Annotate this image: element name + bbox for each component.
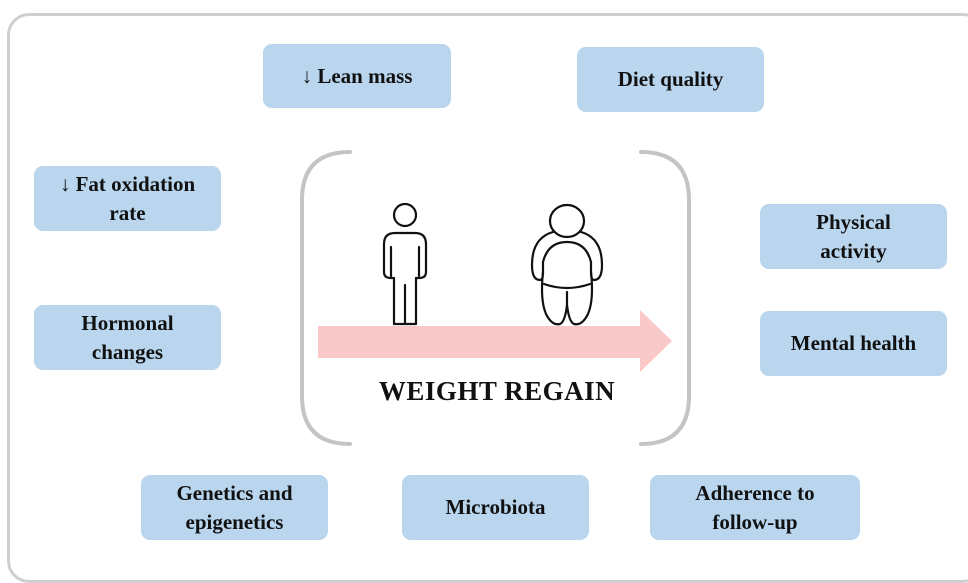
weight-regain-label: WEIGHT REGAIN: [378, 376, 616, 406]
left-bracket: [300, 150, 352, 446]
factor-fat-oxidation: ↓ Fat oxidation rate: [34, 166, 221, 231]
obese-person-icon: [530, 203, 604, 326]
center-illustration: [300, 150, 691, 446]
lean-person-icon: [382, 202, 428, 326]
factor-genetics: Genetics and epigenetics: [141, 475, 328, 540]
factor-adherence: Adherence to follow-up: [650, 475, 860, 540]
factor-lean-mass: ↓ Lean mass: [263, 44, 451, 108]
factor-diet-quality: Diet quality: [577, 47, 764, 112]
factor-microbiota: Microbiota: [402, 475, 589, 540]
right-bracket: [639, 150, 691, 446]
arrow-right-icon: [318, 310, 672, 372]
factor-hormonal-changes: Hormonal changes: [34, 305, 221, 370]
factor-physical-activity: Physical activity: [760, 204, 947, 269]
factor-mental-health: Mental health: [760, 311, 947, 376]
